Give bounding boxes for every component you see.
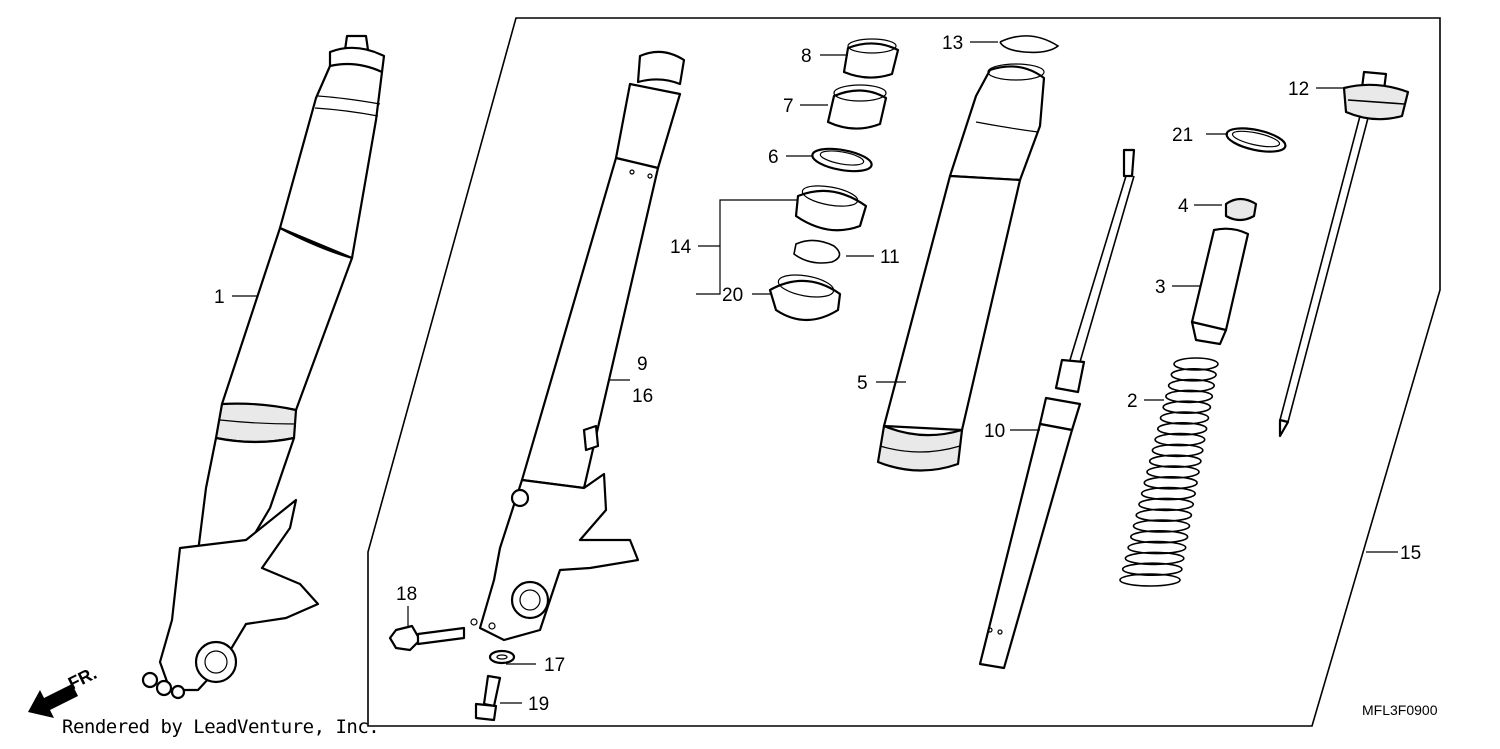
part-13-circlip (999, 35, 1060, 54)
callout-12: 12 (1288, 79, 1309, 100)
part-19-bolt (474, 674, 502, 722)
part-7-bushing (826, 84, 888, 130)
callout-11: 11 (880, 247, 900, 268)
kit-boundary-outline (367, 17, 1441, 727)
callout-14: 14 (670, 237, 692, 258)
part-10-damper-rod (978, 148, 1136, 670)
diagram-code: MFL3F0900 (1362, 702, 1438, 718)
callout-20: 20 (722, 285, 743, 306)
part-12-damper-adjuster (1278, 70, 1410, 438)
callout-15: 15 (1400, 543, 1421, 564)
callout-2: 2 (1127, 391, 1138, 412)
callout-1: 1 (214, 287, 225, 308)
callout-21: 21 (1172, 125, 1193, 146)
callout-5: 5 (857, 373, 868, 394)
callout-17: 17 (544, 655, 565, 676)
callout-6: 6 (768, 147, 779, 168)
callout-18: 18 (396, 584, 417, 605)
part-8-bushing (842, 38, 900, 79)
part-5-outer-tube (876, 63, 1046, 472)
part-3-spacer-tube (1190, 227, 1250, 346)
part-11-stop-ring (793, 239, 841, 264)
front-direction-arrow: FR. (28, 663, 100, 718)
callout-16: 16 (632, 386, 653, 407)
part-2-fork-spring (1119, 357, 1219, 587)
arrow-icon (28, 684, 78, 718)
callout-13: 13 (942, 33, 963, 54)
part-4-cap-nut (1224, 197, 1258, 222)
part-14-oil-seal (794, 185, 868, 232)
callout-7: 7 (783, 96, 794, 117)
callout-9: 9 (637, 354, 648, 375)
part-9-16-fork-slider (470, 50, 686, 642)
callout-8: 8 (801, 46, 812, 67)
part-6-seal-washer (811, 147, 873, 173)
callout-19: 19 (528, 694, 549, 715)
part-17-washer (488, 649, 516, 665)
part-20-dust-seal (768, 274, 842, 321)
credit-text: Rendered by LeadVenture, Inc. (62, 716, 380, 738)
callout-3: 3 (1155, 277, 1166, 298)
part-21-o-ring (1225, 127, 1287, 153)
part-18-bolt (388, 624, 466, 652)
callout-4: 4 (1178, 196, 1189, 217)
leader-lines (232, 41, 1398, 704)
part-1-fork-assembly (141, 34, 386, 700)
callout-10: 10 (984, 421, 1005, 442)
